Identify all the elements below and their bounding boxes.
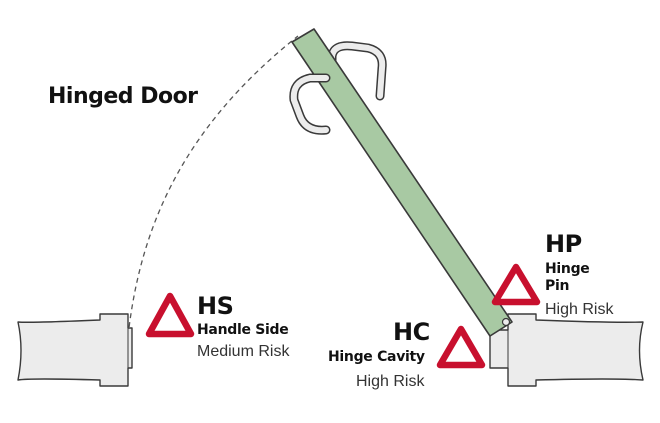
left-wall-frame [17, 313, 133, 387]
door-handle-icon [327, 41, 387, 101]
zone-risk: High Risk [545, 301, 614, 318]
zone-name: Pin [545, 278, 570, 294]
right-wall-frame [489, 313, 644, 387]
zone-name: Handle Side [197, 322, 289, 338]
warning-triangle-icon [436, 325, 486, 369]
warning-triangle-icon [491, 263, 541, 306]
zone-code: HP [545, 230, 582, 258]
diagram-title: Hinged Door [48, 84, 198, 109]
zone-risk: High Risk [356, 373, 425, 390]
door-panel [291, 28, 513, 337]
zone-code: HS [197, 292, 234, 320]
zone-code: HC [393, 318, 430, 346]
zone-risk: Medium Risk [197, 343, 290, 360]
hinge-icon [501, 317, 511, 327]
zone-name: Hinge Cavity [328, 349, 425, 365]
door-handle-front [289, 73, 331, 135]
zone-name: Hinge [545, 261, 590, 277]
door-swing-arc [127, 35, 299, 337]
warning-triangle-icon [145, 292, 195, 338]
